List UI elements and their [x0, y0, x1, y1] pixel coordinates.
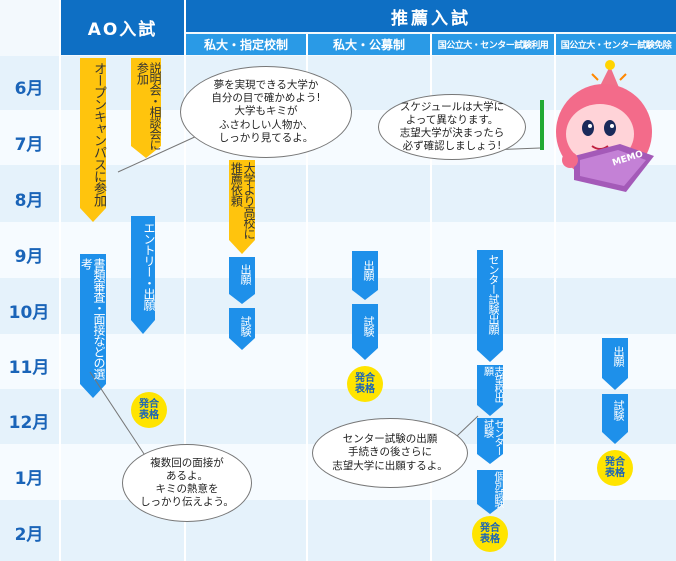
month-11: 11月 [8, 358, 50, 378]
col4-shiken-label: 試験 [612, 400, 625, 420]
open-campus-arrow [80, 58, 106, 222]
result-badge-ao: 発合 表格 [131, 392, 167, 428]
suisen-irai-label: 大学より高校に推薦依頼 [229, 162, 256, 239]
month-9: 9月 [14, 247, 44, 267]
shorui-arrow [80, 254, 106, 398]
month-1: 1月 [14, 469, 44, 489]
header-col-national-exempt: 国公立大・センター試験免除 [556, 34, 676, 55]
col1-shiken-arrow [229, 308, 255, 350]
month-2: 2月 [14, 525, 44, 545]
bubble-center-shutsugan: センター試験の出願 手続きの後さらに 志望大学に出願するよ。 [312, 418, 468, 488]
header-col-private-kobo: 私大・公募制 [308, 34, 430, 55]
header-ao: AO入試 [61, 0, 184, 55]
col4-shiken-arrow [602, 394, 628, 444]
col3-center-shutsugan-label: センター試験出願 [487, 254, 500, 334]
bubble-visit-campus: 夢を実現できる大学か 自分の目で確かめよう! 大学もキミが ふさわしい人物か、 … [180, 66, 352, 158]
col3-center-shutsugan-arrow [477, 250, 503, 362]
col4-shutsugan-arrow [602, 338, 628, 390]
col2-shutsugan-arrow [352, 251, 378, 300]
entry-arrow [131, 216, 155, 334]
entry-label: エントリー・出願 [142, 222, 156, 310]
col4-shutsugan-label: 出願 [612, 346, 625, 366]
bubble-schedule-memo: スケジュールは大学に よって異なります。 志望大学が決まったら 必ず確認しましょ… [378, 94, 526, 160]
month-6: 6月 [14, 79, 44, 99]
col1-shutsugan-label: 出願 [239, 264, 252, 284]
col2-shiken-label: 試験 [362, 316, 375, 336]
col2-shutsugan-label: 出願 [362, 260, 375, 280]
header-suisen: 推薦入試 [186, 0, 676, 32]
shorui-label: 書類審査・面接などの選考 [79, 258, 106, 379]
month-10: 10月 [8, 303, 50, 323]
month-7: 7月 [14, 135, 44, 155]
suisen-irai-arrow [229, 160, 255, 254]
col3-shibou-label: 志望校出願 [481, 366, 504, 402]
col1-shiken-label: 試験 [239, 316, 252, 336]
bubble-interview: 複数回の面接が あるよ。 キミの熱意を しっかり伝えよう。 [122, 444, 252, 522]
header-col-private-shiteiko: 私大・指定校制 [186, 34, 306, 55]
month-8: 8月 [14, 191, 44, 211]
col3-center-shiken-arrow [477, 418, 503, 464]
col1-shutsugan-arrow [229, 257, 255, 304]
header-col-national-center: 国公立大・センター試験利用 [432, 34, 554, 55]
col3-kobetsu-arrow [477, 470, 503, 514]
col3-shibou-arrow [477, 365, 503, 416]
col2-shiken-arrow [352, 304, 378, 360]
result-badge-national-exempt: 発合 表格 [597, 450, 633, 486]
result-badge-national-center: 発合 表格 [472, 516, 508, 552]
setsumeikai-arrow [131, 58, 161, 158]
col3-kobetsu-label: 個別試験 [492, 471, 503, 507]
month-12: 12月 [8, 413, 50, 433]
col3-center-shiken-label: センター試験 [481, 419, 504, 455]
mascot-character: MEMO [540, 60, 668, 196]
setsumeikai-label: 説明会・相談会に参加 [135, 62, 162, 150]
open-campus-label: オープンキャンパスに参加 [91, 62, 106, 206]
result-badge-private-kobo: 発合 表格 [347, 366, 383, 402]
mascot-icon [540, 60, 654, 192]
